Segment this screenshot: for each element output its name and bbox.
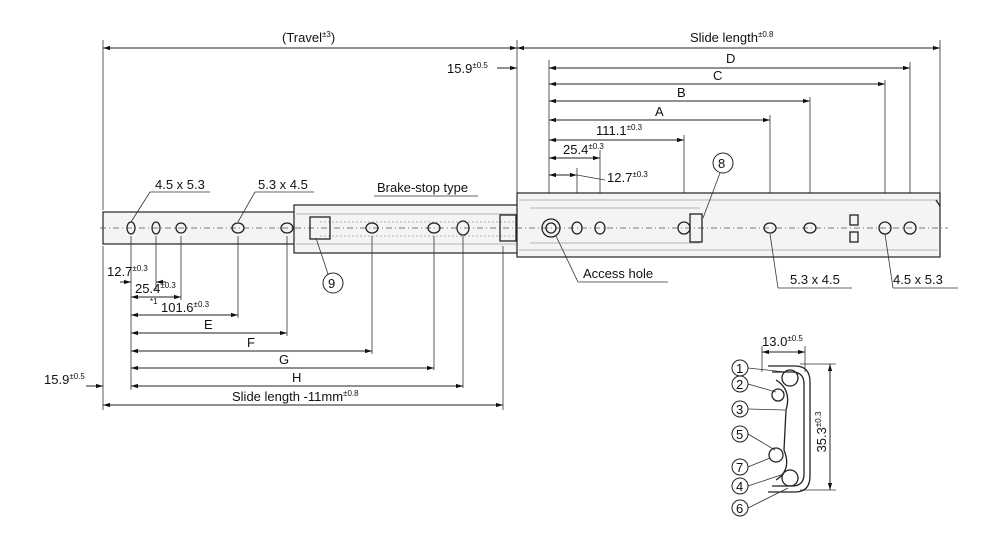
leader-line — [237, 191, 256, 223]
offset-top-label: 15.9±0.5 — [447, 61, 488, 76]
dim-25-top-label: 25.4±0.3 — [563, 142, 604, 157]
hole — [427, 222, 441, 234]
leader-line — [576, 174, 606, 181]
dim-101-label: 101.6±0.3 — [161, 300, 210, 315]
callout-6: 6 — [731, 487, 789, 517]
dim-E-label: E — [204, 317, 213, 332]
callout-4: 4 — [731, 473, 785, 495]
slot — [849, 231, 859, 243]
slide-minus-label: Slide length -11mm±0.8 — [232, 389, 359, 404]
dim-25-label: 25.4±0.3 — [135, 281, 176, 296]
leader-line — [769, 233, 779, 289]
section-mid-profile — [772, 371, 805, 487]
hole — [903, 221, 917, 235]
intermediate-member — [293, 204, 531, 254]
brake-stop-label: Brake-stop type — [377, 180, 468, 195]
end-bevel — [935, 199, 941, 207]
hole-label-right-end: 4.5 x 5.3 — [893, 272, 943, 287]
dim-D-label: D — [726, 51, 735, 66]
callout-1: 1 — [731, 359, 786, 377]
hole — [594, 221, 606, 235]
section-ball-upper — [771, 388, 785, 402]
slide-length-label: Slide length±0.8 — [690, 30, 774, 45]
dim-G-label: G — [279, 352, 289, 367]
release-lever — [689, 213, 703, 243]
footnote-mark: *1 — [150, 297, 158, 306]
svg-text:2: 2 — [736, 377, 743, 392]
brake-stop-block — [309, 216, 331, 240]
dim-12-top-label: 12.7±0.3 — [607, 170, 648, 185]
end-stop — [499, 214, 517, 242]
callout-5: 5 — [731, 425, 776, 451]
dim-B-label: B — [677, 85, 686, 100]
hole — [803, 222, 817, 234]
section-height-label: 35.3±0.3 — [814, 411, 829, 452]
section-inner-profile — [775, 379, 789, 481]
hole-label-mid: 5.3 x 4.5 — [258, 177, 308, 192]
dim-12-label: 12.7±0.3 — [107, 264, 148, 279]
hole-label-right-mid: 5.3 x 4.5 — [790, 272, 840, 287]
offset-bottom-label: 15.9±0.5 — [44, 372, 85, 387]
outer-member — [516, 192, 941, 258]
section-ball-top — [781, 369, 799, 387]
hole — [231, 222, 245, 234]
callout-3: 3 — [731, 400, 786, 418]
dim-A-label: A — [655, 104, 664, 119]
leader-line — [130, 191, 151, 223]
hole — [151, 221, 161, 235]
leader-line — [555, 235, 579, 283]
balloon-9-text: 9 — [328, 276, 335, 291]
svg-text:3: 3 — [736, 402, 743, 417]
hole-label-left: 4.5 x 5.3 — [155, 177, 205, 192]
hole — [280, 222, 294, 234]
callout-7: 7 — [731, 457, 771, 476]
balloon-8-text: 8 — [718, 156, 725, 171]
hole — [365, 222, 379, 234]
slot — [849, 214, 859, 226]
dim-C-label: C — [713, 68, 722, 83]
access-hole-label: Access hole — [583, 266, 653, 281]
leader-line — [702, 172, 721, 219]
svg-text:4: 4 — [736, 479, 743, 494]
dim-111-label: 111.1±0.3 — [596, 123, 643, 138]
leader-line — [315, 237, 329, 275]
callout-2: 2 — [731, 375, 777, 393]
section-outer-profile — [768, 365, 811, 493]
balloon-8 — [712, 152, 734, 174]
hole — [175, 222, 187, 234]
leader-line — [884, 233, 894, 289]
balloon-9 — [322, 272, 344, 294]
section-width-label: 13.0±0.5 — [762, 334, 803, 349]
access-hole — [541, 218, 561, 238]
hole — [456, 220, 470, 236]
travel-label: (Travel±3) — [282, 30, 335, 45]
hole — [763, 222, 777, 234]
hole — [571, 221, 583, 235]
dim-H-label: H — [292, 370, 301, 385]
access-hole-inner — [545, 222, 557, 234]
section-ball-lower — [768, 447, 784, 463]
svg-text:5: 5 — [736, 427, 743, 442]
svg-text:6: 6 — [736, 501, 743, 516]
svg-text:7: 7 — [736, 460, 743, 475]
section-ball-bottom — [781, 469, 799, 487]
svg-text:1: 1 — [736, 361, 743, 376]
dim-F-label: F — [247, 335, 255, 350]
